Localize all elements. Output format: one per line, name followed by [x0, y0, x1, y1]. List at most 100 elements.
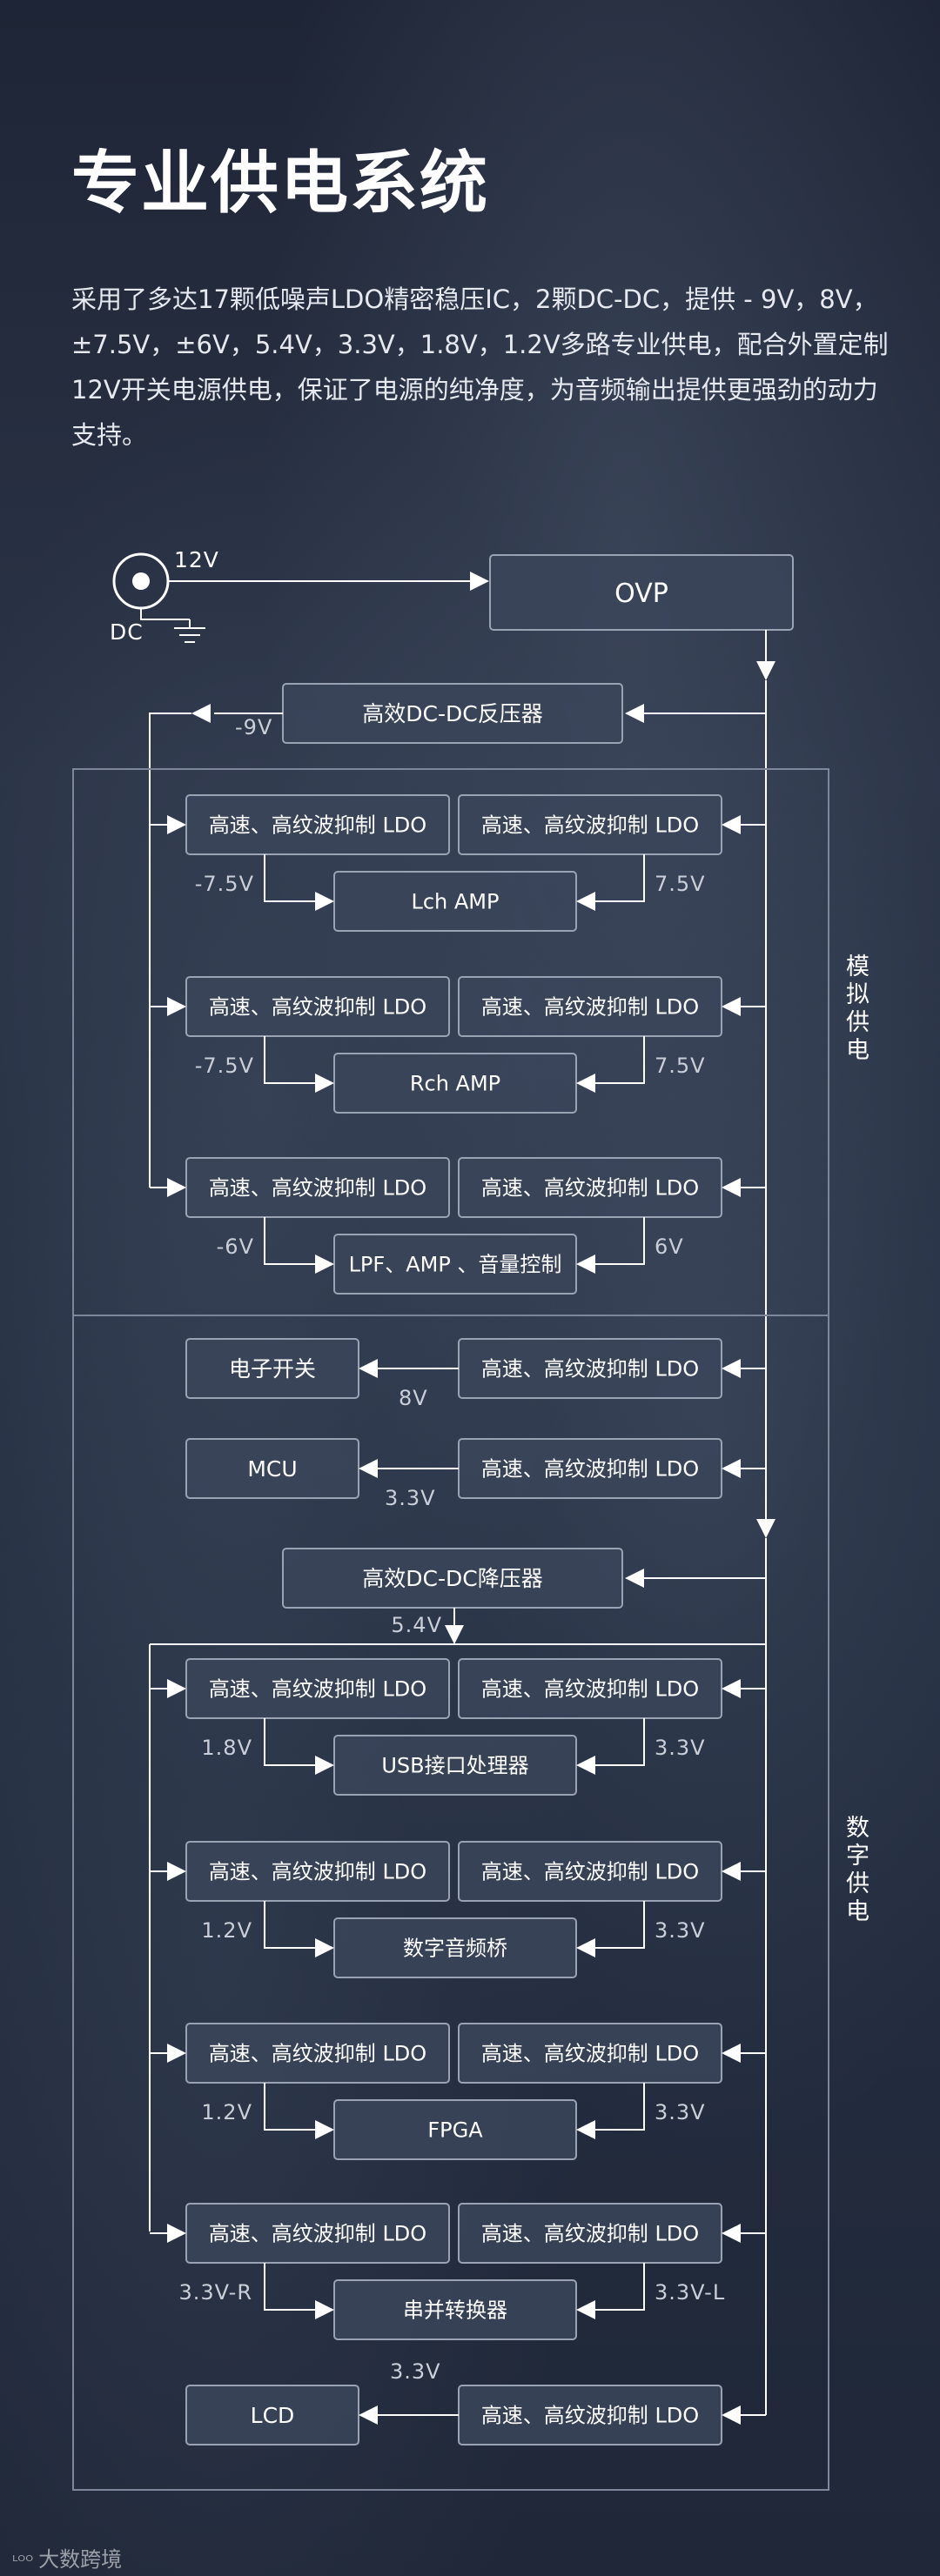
ldo-dright-feed-arrow [722, 1862, 741, 1881]
watermark-logo: ᴸᴼᴼ [12, 2553, 34, 2571]
ldo-dright-feed-arrow [722, 1679, 741, 1698]
mid-voltage-label: 8V [399, 1386, 428, 1410]
ldo-dright-feed-arrow [722, 2044, 741, 2063]
dload-right-arrow [576, 1938, 595, 1957]
intro-paragraph: 采用了多达17颗低噪声LDO精密稳压IC，2颗DC-DC，提供 - 9V，8V，… [71, 284, 889, 450]
dc-jack-pin-icon [132, 572, 150, 590]
ldo-right-0-label: 高速、高纹波抑制 LDO [481, 813, 699, 838]
load-right-arrow [576, 1255, 595, 1274]
ldo-left-0-label: 高速、高纹波抑制 LDO [209, 813, 426, 838]
ldo-left-feed-arrow [167, 997, 186, 1016]
mid-out-arrow [359, 1459, 378, 1478]
negative-bus [149, 713, 191, 1188]
digital-right-voltage: 3.3V-L [655, 2280, 725, 2305]
input-voltage-label: 12V [174, 547, 219, 572]
digital-load-2-label: FPGA [427, 2118, 483, 2143]
ldo-mid-0-label: 高速、高纹波抑制 LDO [481, 1357, 699, 1382]
inverter-out-arrow [191, 704, 211, 723]
digital-section-label: 数 [846, 1815, 870, 1842]
analog-load-1-label: Rch AMP [410, 1072, 500, 1096]
dcdc-buck-box [282, 1548, 623, 1609]
ldo-dleft-0-label: 高速、高纹波抑制 LDO [209, 1677, 426, 1702]
dload-left-arrow [315, 1938, 334, 1957]
ldo-left-1-label: 高速、高纹波抑制 LDO [209, 995, 426, 1020]
ovp-box [489, 554, 794, 631]
mid-load-0-label: 电子开关 [229, 1356, 316, 1382]
digital-load-3-label: 串并转换器 [403, 2298, 507, 2323]
analog-left-voltage: -6V [217, 1234, 254, 1259]
analog-left-voltage: -7.5V [195, 872, 254, 896]
analog-load-2-label: LPF、AMP 、音量控制 [349, 1253, 562, 1277]
dload-left-wire [264, 1718, 317, 1766]
ldo-dleft-feed-arrow [167, 2224, 186, 2243]
ldo-left-2-label: 高速、高纹波抑制 LDO [209, 1176, 426, 1201]
digital-section-frame [72, 1315, 829, 2491]
load-right-arrow [576, 1074, 595, 1093]
ldo-right-feed-arrow [722, 815, 741, 834]
dcdc-inverter-label: 高效DC-DC反压器 [362, 701, 542, 726]
dload-left-arrow [315, 1756, 334, 1775]
buck-voltage-label: 5.4V [391, 1613, 442, 1637]
analog-right-voltage: 6V [655, 1234, 684, 1259]
lcd-voltage-label: 3.3V [390, 2359, 441, 2384]
digital-left-voltage: 1.2V [201, 1918, 252, 1943]
ldo-mid-1-label: 高速、高纹波抑制 LDO [481, 1457, 699, 1482]
ovp-label: OVP [614, 579, 668, 609]
ldo-dright-0-label: 高速、高纹波抑制 LDO [481, 1677, 699, 1702]
load-left-wire [264, 1217, 317, 1265]
dload-left-wire [264, 1901, 317, 1949]
digital-section-label: 电 [846, 1898, 870, 1925]
analog-load-0-label: Lch AMP [411, 890, 499, 914]
dc-label: DC [110, 619, 144, 645]
load-left-arrow [315, 892, 334, 911]
ldo-left-feed-arrow [167, 1178, 186, 1197]
watermark-text: 大数跨境 [38, 2547, 123, 2572]
load-left-arrow [315, 1074, 334, 1093]
mid-load-1-label: MCU [247, 1456, 297, 1482]
ldo-lcd-label: 高速、高纹波抑制 LDO [481, 2404, 699, 2428]
dload-right-wire [594, 1901, 645, 1949]
analog-left-voltage: -7.5V [195, 1054, 254, 1078]
lcd-out-arrow [359, 2405, 378, 2425]
analog-section-label: 模 [846, 953, 870, 980]
ldo-left-feed-arrow [167, 815, 186, 834]
ldo-dleft-3-label: 高速、高纹波抑制 LDO [209, 2222, 426, 2246]
lcd-feed-arrow [722, 2405, 741, 2425]
dload-right-wire [594, 2263, 645, 2311]
dload-right-wire [594, 1718, 645, 1766]
digital-left-voltage: 3.3V-R [178, 2280, 252, 2305]
digital-left-voltage: 1.2V [201, 2100, 252, 2124]
load-left-wire [264, 854, 317, 902]
dload-left-arrow [315, 2300, 334, 2319]
mid-feed-arrow [722, 1459, 741, 1478]
digital-right-voltage: 3.3V [655, 1918, 706, 1943]
ldo-dleft-1-label: 高速、高纹波抑制 LDO [209, 1860, 426, 1884]
page-title: 专业供电系统 [71, 144, 490, 223]
inverter-in-arrow [625, 704, 644, 723]
dload-left-wire [264, 2263, 317, 2311]
digital-section-label: 字 [846, 1843, 870, 1870]
analog-section-label: 电 [846, 1037, 870, 1064]
ldo-right-1-label: 高速、高纹波抑制 LDO [481, 995, 699, 1020]
inverter-voltage-label: -9V [235, 715, 272, 739]
ldo-dleft-feed-arrow [167, 2044, 186, 2063]
load-right-wire [594, 854, 645, 902]
ldo-dright-2-label: 高速、高纹波抑制 LDO [481, 2042, 699, 2066]
digital-load-1-label: 数字音频桥 [403, 1937, 507, 1961]
load-left-arrow [315, 1255, 334, 1274]
dload-right-arrow [576, 2120, 595, 2139]
buck-in-arrow [625, 1569, 644, 1588]
analog-section-label: 拟 [846, 981, 870, 1008]
ldo-dleft-feed-arrow [167, 1862, 186, 1881]
analog-right-voltage: 7.5V [655, 1054, 706, 1078]
ldo-dright-3-label: 高速、高纹波抑制 LDO [481, 2222, 699, 2246]
ovp-down-arrow [756, 661, 776, 680]
dload-right-arrow [576, 2300, 595, 2319]
dload-left-arrow [315, 2120, 334, 2139]
mid-voltage-label: 3.3V [385, 1486, 436, 1510]
digital-right-voltage: 3.3V [655, 1736, 706, 1760]
ldo-dright-1-label: 高速、高纹波抑制 LDO [481, 1860, 699, 1884]
input-arrow [470, 572, 489, 591]
